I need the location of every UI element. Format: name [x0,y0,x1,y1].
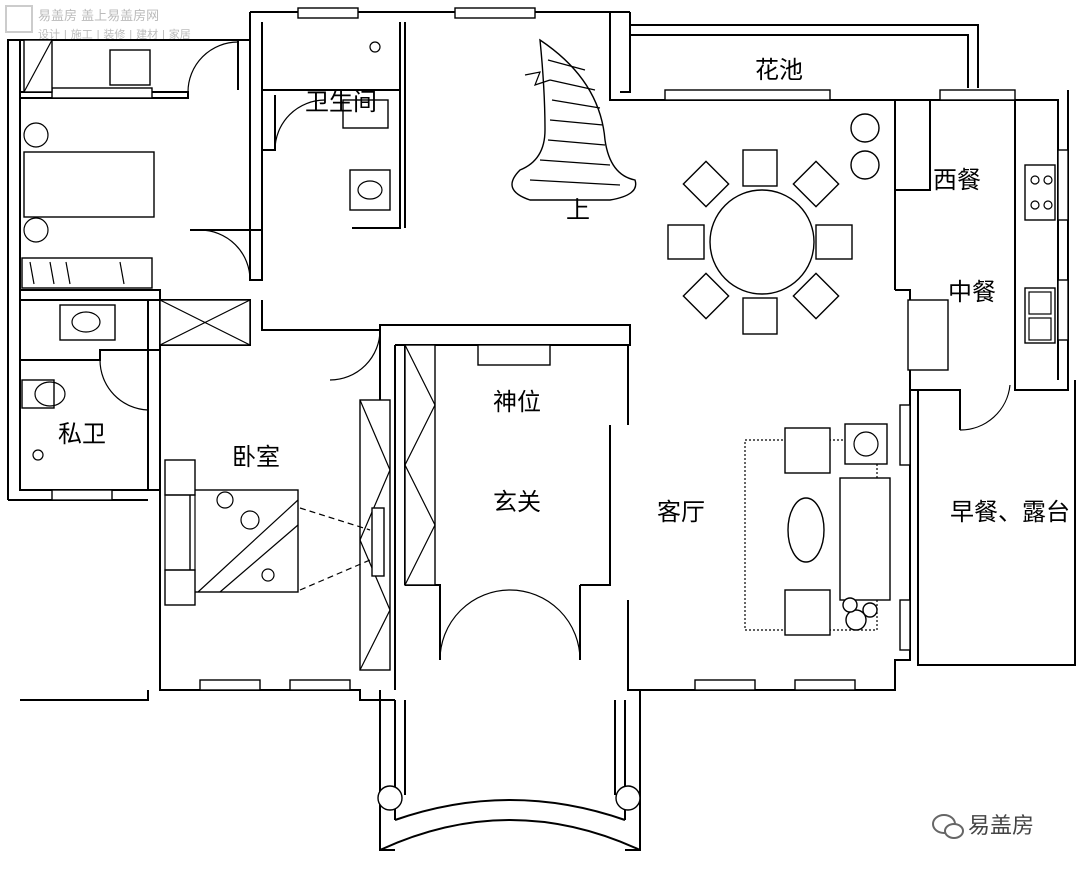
watermark-line2: 设计 | 施工 | 装修 | 建材 | 家居 [38,27,191,41]
porch [377,690,641,851]
brand-stamp: 易盖房 [932,814,1034,839]
staircase: 上 [511,38,637,224]
label-living-room: 客厅 [657,498,705,526]
label-chinese-dining: 中餐 [948,278,996,306]
label-private-bath: 私卫 [58,420,106,448]
doors [99,41,1011,661]
label-shrine: 神位 [493,388,541,416]
watermark: 易盖房 盖上易盖房网 设计 | 施工 | 装修 | 建材 | 家居 [5,5,191,41]
watermark-line1: 易盖房 盖上易盖房网 [38,8,159,24]
kitchen [850,113,1056,371]
bathroom-fixtures [21,41,391,461]
label-flower-pool: 花池 [755,56,803,84]
label-breakfast-terrace: 早餐、露台 [950,498,1070,526]
stair-up-label: 上 [566,196,590,224]
brand-name: 易盖房 [968,814,1034,839]
room-labels: 花池 卫生间 西餐 中餐 神位 私卫 卧室 玄关 客厅 早餐、露台 [58,56,1070,526]
bedroom-furniture [164,459,385,606]
shrine-foyer [359,344,551,671]
label-foyer: 玄关 [493,488,541,516]
wechat-icon [932,814,964,839]
windows [51,7,1069,691]
dining-table [667,149,853,335]
label-western-dining: 西餐 [933,166,981,194]
label-bedroom: 卧室 [232,443,280,471]
label-bathroom: 卫生间 [305,88,377,116]
top-left-bedroom-furniture [21,39,155,289]
living-furniture [744,423,891,636]
